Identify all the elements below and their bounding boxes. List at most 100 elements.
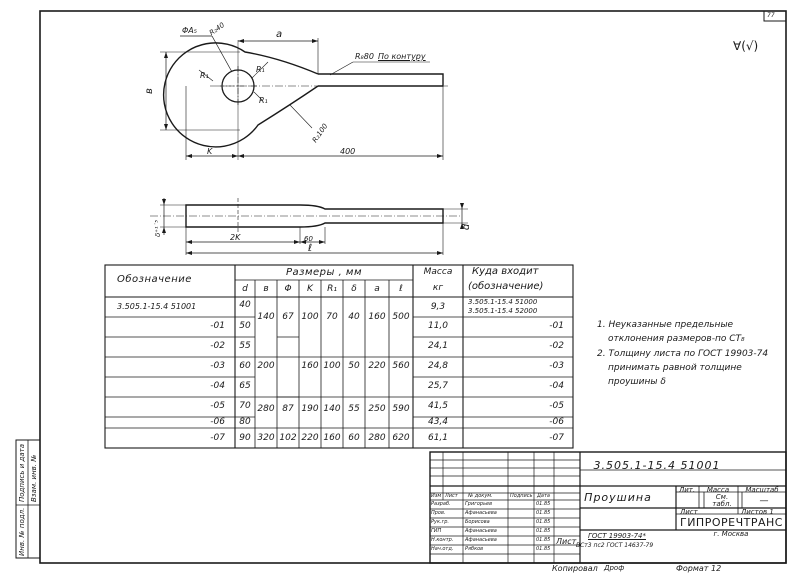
tb-date: 01.85	[536, 546, 551, 552]
cell-s: 55	[348, 404, 360, 414]
header-mass-unit: кг	[432, 283, 444, 293]
tb-hdr-date: Дата	[537, 493, 550, 499]
tb-scale: Масштаб	[745, 486, 779, 494]
cell-l: 500	[392, 312, 410, 322]
tb-role: Пров.	[431, 510, 446, 516]
row-mass: 9,3	[430, 302, 446, 312]
row-code: 3.505.1-15.4 51001	[117, 302, 197, 311]
dim-r1-label-a: R₁	[200, 71, 209, 80]
cell-a: 250	[368, 404, 386, 414]
row-code: -06	[210, 417, 225, 427]
tb-person: Григорьев	[465, 501, 493, 507]
row-code: -03	[210, 361, 225, 371]
row-mass: 24,8	[427, 361, 449, 371]
row-code: -05	[210, 401, 225, 411]
roughness-symbol: ∀(√)	[733, 39, 759, 53]
cell-b: 140	[257, 312, 275, 322]
cell-s: 60	[348, 433, 360, 443]
note-2-line-1: 2. Толщину листа по ГОСТ 19903-74	[597, 349, 769, 359]
row-code: -01	[210, 321, 225, 331]
row-d: 80	[239, 417, 251, 427]
col-r1: R₁	[327, 284, 337, 294]
cell-phi: 67	[282, 312, 294, 322]
tb-role: ГИП	[431, 528, 442, 534]
cell-s: 40	[348, 312, 360, 322]
sheet-frame	[39, 10, 787, 564]
tb-date: 01.85	[536, 510, 551, 516]
row-d: 60	[239, 361, 251, 371]
row-code: -04	[210, 381, 225, 391]
tb-date: 01.85	[536, 501, 551, 507]
footer-copied-signature: Дроф	[604, 564, 625, 572]
row-where: -03	[549, 361, 564, 371]
row-d: 50	[239, 321, 251, 331]
tb-city: г. Москва	[713, 530, 749, 538]
col-d: d	[242, 284, 248, 294]
dim-k-label: K	[207, 147, 213, 156]
cell-l: 620	[392, 433, 410, 443]
dim-d-label: d	[461, 223, 473, 231]
header-dims: Размеры , мм	[285, 267, 363, 278]
sheet-number-box	[763, 10, 787, 22]
footer-copied: Копировал	[552, 564, 598, 573]
side-stamp-sign: Подпись и дата	[18, 444, 26, 502]
tb-role: Нач.отд.	[431, 546, 454, 552]
tb-person: Афанасьева	[465, 537, 497, 543]
row-mass: 11,0	[427, 321, 449, 331]
tb-scale-value: —	[759, 496, 769, 506]
row-mass: 24,1	[427, 341, 449, 351]
tb-hdr-list: Лист	[445, 493, 458, 499]
cell-r1: 140	[323, 404, 341, 414]
dim-60-label: 60	[304, 235, 313, 243]
tb-person: Борисова	[465, 519, 490, 525]
row-mass: 61,1	[427, 433, 449, 443]
tb-org: ГИПРОРЕЧТРАНС	[680, 516, 783, 529]
tb-lit: Лит.	[678, 486, 696, 494]
tb-person: Афанасьева	[465, 528, 497, 534]
cell-s: 50	[348, 361, 360, 371]
cell-r1: 160	[323, 433, 341, 443]
tb-role: Разраб.	[431, 501, 451, 507]
row-where: -05	[549, 401, 564, 411]
footer-format: Формат 12	[676, 564, 722, 573]
dim-tol-label: δ⁺¹˙⁵	[154, 219, 163, 238]
row-d: 90	[239, 433, 251, 443]
tb-material-top: ГОСТ 19903-74*	[588, 532, 646, 540]
col-s: δ	[351, 284, 357, 294]
row-mass: 25,7	[427, 381, 449, 391]
dim-a-label: a	[276, 29, 283, 40]
tb-mass: Масса	[706, 486, 730, 494]
tb-hdr-sign: Подпись	[510, 493, 533, 499]
dim-b-label: в	[143, 88, 155, 94]
dim-rb80-label: R₈80	[355, 52, 374, 61]
note-1-line-2: отклонения размеров-по СТ₈	[608, 334, 745, 344]
tb-material-bottom: ВСт3 пс2 ГОСТ 14637-79	[576, 542, 654, 549]
dim-400-label: 400	[340, 147, 356, 156]
spec-table-grid	[104, 264, 574, 449]
cell-l: 590	[392, 404, 410, 414]
row-mass: 43,4	[427, 417, 449, 427]
row-code: -07	[210, 433, 225, 443]
note-2-line-2: принимать равной толщине	[608, 363, 742, 373]
header-where-sub: (обозначение)	[468, 281, 544, 292]
row-where: -01	[549, 321, 564, 331]
cell-k: 190	[301, 404, 319, 414]
cell-r1: 100	[323, 361, 341, 371]
tb-date: 01.85	[536, 528, 551, 534]
cell-b: 280	[257, 404, 275, 414]
cell-k: 160	[301, 361, 319, 371]
doc-code: 3.505.1-15.4 51001	[593, 459, 721, 472]
sheet-number: 77	[767, 12, 775, 19]
cell-a: 220	[368, 361, 386, 371]
row-d: 70	[239, 401, 251, 411]
contour-note: По контуру	[378, 52, 426, 61]
tb-mass-value-2: табл.	[712, 500, 732, 508]
dim-l-label: ℓ	[308, 243, 313, 254]
header-designation: Обозначение	[117, 274, 192, 285]
row-code: -02	[210, 341, 225, 351]
row-where: -02	[549, 341, 564, 351]
row-d: 40	[239, 300, 251, 310]
tb-role: Н.контр.	[431, 537, 454, 543]
tb-hdr-izm: Изм	[431, 493, 442, 499]
cell-b: 320	[257, 433, 275, 443]
